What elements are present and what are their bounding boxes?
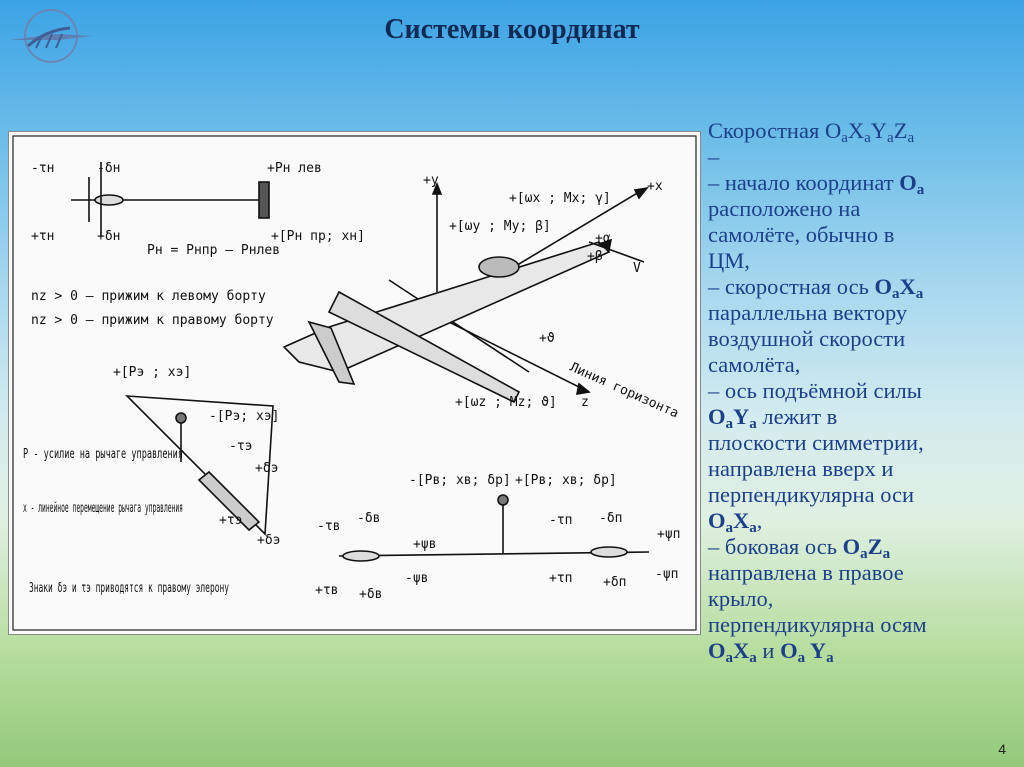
description-line: – ось подъёмной силы	[708, 378, 922, 403]
label-axis-x: +x	[647, 179, 663, 194]
label-delta-e-plus: +δэ	[257, 533, 280, 548]
description-line: – боковая ось OaZa	[708, 534, 891, 562]
description-line: перпендикулярна оси	[708, 482, 915, 507]
description-line: самолёте, обычно в	[708, 222, 895, 247]
diagram-svg: -τн -δн +Pн лев +τн +δн +[Pн пр; xн] Pн …	[12, 135, 697, 631]
description-line: – скоростная ось OaXa	[708, 274, 924, 302]
description-line: крыло,	[708, 586, 774, 611]
label-nz-right: nz > 0 – прижим к правому борту	[31, 313, 274, 328]
label-p-pr: +[Pн пр; xн]	[271, 229, 365, 244]
label-p-e: +[Pэ ; xэ]	[113, 365, 191, 380]
description-line: плоскости симметрии,	[708, 430, 924, 455]
label-alpha: +α	[595, 231, 611, 246]
aircraft-sketch	[282, 181, 649, 404]
label-tau-p-plus: +τп	[549, 571, 572, 586]
description-line: параллельна вектору	[708, 300, 908, 325]
label-omega-y: +[ωy ; My; β]	[449, 219, 551, 234]
label-tau-b: -τв	[317, 519, 340, 534]
label-p-desc: P - усилие на рычаге управления	[23, 447, 183, 462]
aviation-wings-logo	[6, 6, 96, 66]
label-tau-e-plus: +τэ	[219, 513, 242, 528]
pedal-schematic	[71, 162, 270, 237]
label-x-desc: x - линейное перемещение рычага управлен…	[23, 501, 183, 516]
label-omega-x: +[ωx ; Mx; γ]	[509, 191, 611, 206]
label-axis-z: z	[581, 395, 589, 410]
page-title: Системы координат	[384, 14, 640, 45]
label-psi-p: +ψп	[657, 527, 680, 542]
description-line: OaYa лежит в	[708, 404, 838, 432]
label-delta-b-plus: +δв	[359, 587, 382, 602]
elevator-schematic	[338, 494, 650, 562]
label-p-b-plus: +[Pв; xв; δр]	[515, 473, 617, 488]
page-number: 4	[998, 741, 1006, 757]
description-line: ЦМ,	[708, 248, 750, 273]
label-delta-n-plus: +δн	[97, 229, 120, 244]
label-psi-b: +ψв	[413, 537, 436, 552]
label-tau-e: -τэ	[229, 439, 252, 454]
description-line: расположено на	[708, 196, 861, 221]
label-delta-b: -δв	[357, 511, 380, 526]
label-p-b-minus: -[Pв; xв; δр]	[409, 473, 511, 488]
label-delta-n: -δн	[97, 161, 120, 176]
label-beta: +β	[587, 249, 603, 264]
label-delta-p: -δп	[599, 511, 622, 526]
description-line: самолёта,	[708, 352, 801, 377]
description-line: воздушной скорости	[708, 326, 906, 351]
label-nz-left: nz > 0 – прижим к левому борту	[31, 289, 266, 304]
description-line: OaXa и Oa Ya	[708, 638, 834, 666]
label-p-e-minus: -[Pэ; xэ]	[209, 409, 279, 424]
label-axis-y: +y	[423, 173, 439, 188]
label-psi-b-minus: -ψв	[405, 571, 428, 586]
description-line: перпендикулярна осям	[708, 612, 927, 637]
label-v: V	[633, 261, 641, 276]
label-delta-p-plus: +δп	[603, 575, 626, 590]
description-heading: Скоростная OaXaYaZa	[708, 118, 915, 146]
label-tau-n-plus: +τн	[31, 229, 54, 244]
description-text: Скоростная OaXaYaZa – – начало координат…	[708, 118, 1008, 666]
label-theta: +ϑ	[539, 331, 555, 346]
label-tau-b-plus: +τв	[315, 583, 338, 598]
label-omega-z: +[ωz ; Mz; ϑ]	[455, 395, 557, 410]
description-line: OaXa,	[708, 508, 763, 536]
description-line: направлена в правое	[708, 560, 904, 585]
description-line: –	[708, 144, 720, 169]
label-tau-n: -τн	[31, 161, 54, 176]
aileron-schematic	[124, 395, 274, 536]
label-psi-p-minus: -ψп	[655, 567, 678, 582]
label-delta-e: +δэ	[255, 461, 278, 476]
label-p-eq: Pн = Pнпр – Pнлев	[147, 243, 280, 258]
description-line: направлена вверх и	[708, 456, 894, 481]
label-tau-p: -τп	[549, 513, 572, 528]
label-signs: Знаки δэ и τэ приводятся к правому элеро…	[29, 581, 229, 596]
coordinate-systems-diagram: -τн -δн +Pн лев +τн +δн +[Pн пр; xн] Pн …	[8, 131, 701, 635]
label-p-lev: +Pн лев	[267, 161, 322, 176]
description-line: – начало координат Oa	[708, 170, 925, 198]
